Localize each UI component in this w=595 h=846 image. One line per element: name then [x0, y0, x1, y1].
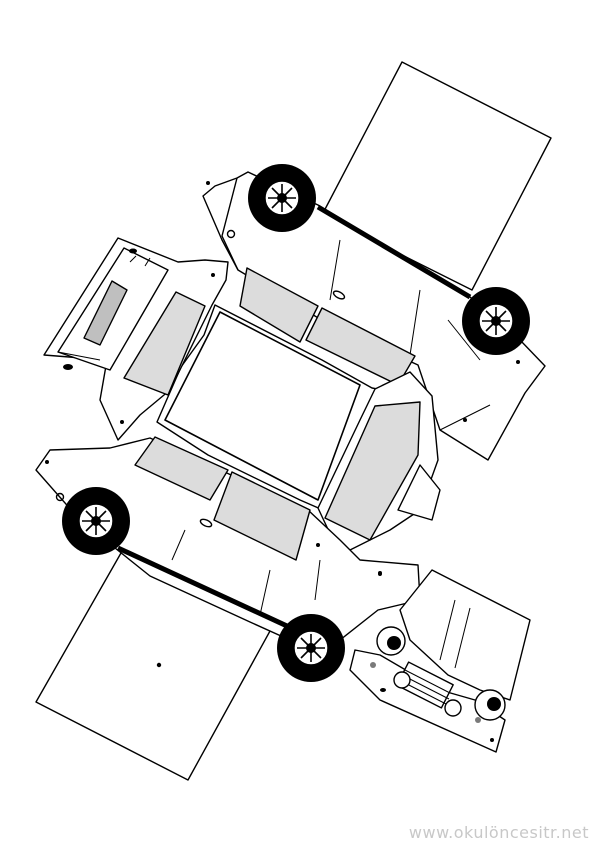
hood-panel [399, 569, 531, 701]
rear-panel [43, 237, 229, 441]
top-side-flap [321, 61, 552, 291]
flap-mark [156, 662, 162, 668]
upper-front-wheel [248, 164, 316, 232]
windshield-panel [317, 371, 441, 556]
rear-window [123, 291, 206, 396]
lower-side-window-rear [213, 471, 311, 561]
upper-side-window-front [239, 267, 319, 343]
lower-side-window-front [134, 436, 229, 501]
fog-light-right [444, 699, 462, 717]
front-panel [349, 572, 506, 753]
rear-plate [83, 280, 128, 346]
upper-rear-wheel [462, 287, 530, 355]
lower-side-panel [35, 436, 421, 651]
lower-rear-wheel [277, 614, 345, 682]
fog-light-left [393, 671, 411, 689]
watermark-text: www.okulöncesitr.net [408, 823, 589, 842]
lower-front-wheel [62, 487, 130, 555]
windshield-window [324, 401, 421, 541]
